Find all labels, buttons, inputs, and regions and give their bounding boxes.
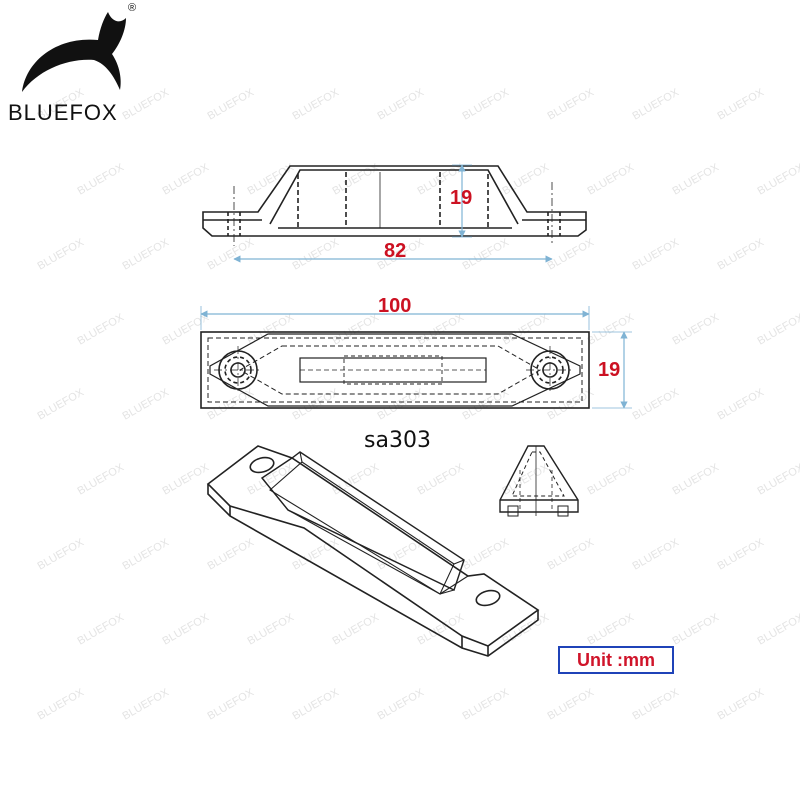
watermark-mark: BLUEFOX [501,311,552,347]
watermark-mark: BLUEFOX [716,536,767,572]
watermark-mark: BLUEFOX [121,236,172,272]
watermark-mark: BLUEFOX [376,86,427,122]
watermark-mark: BLUEFOX [206,386,257,422]
model-number: sa303 [364,428,431,453]
watermark-mark: BLUEFOX [501,461,552,497]
watermark-mark: BLUEFOX [586,461,637,497]
watermark-mark: BLUEFOX [756,611,800,647]
watermark-mark: BLUEFOX [671,461,722,497]
watermark-mark: BLUEFOX [376,386,427,422]
watermark-mark: BLUEFOX [461,386,512,422]
watermark-layer: BLUEFOX BLUEFOX BLUEFOX BLUEFOX BLUEFOX BLUEF… [36,86,800,722]
watermark-mark: BLUEFOX [121,536,172,572]
brand-name: BLUEFOX [8,100,118,126]
end-view-outline [500,446,578,512]
watermark-mark: BLUEFOX [631,536,682,572]
watermark-mark: BLUEFOX [36,236,87,272]
watermark-mark: BLUEFOX [331,311,382,347]
watermark-mark: BLUEFOX [121,386,172,422]
watermark-mark: BLUEFOX [671,161,722,197]
watermark-mark: BLUEFOX [586,161,637,197]
watermark-mark: BLUEFOX [161,161,212,197]
watermark-mark: BLUEFOX [671,311,722,347]
watermark-mark: BLUEFOX [501,161,552,197]
watermark-mark: BLUEFOX [291,686,342,722]
watermark-mark: BLUEFOX [161,461,212,497]
side-view-spacing-label: 82 [384,240,406,262]
watermark-mark: BLUEFOX [36,386,87,422]
watermark-mark: BLUEFOX [416,311,467,347]
watermark-mark: BLUEFOX [461,86,512,122]
watermark-mark: BLUEFOX [546,236,597,272]
watermark-mark: BLUEFOX [756,311,800,347]
watermark-mark: BLUEFOX [756,461,800,497]
watermark-mark: BLUEFOX [76,161,127,197]
watermark-mark: BLUEFOX [331,611,382,647]
watermark-mark: BLUEFOX [76,311,127,347]
watermark-mark: BLUEFOX [546,686,597,722]
watermark-mark: BLUEFOX [206,86,257,122]
watermark-mark: BLUEFOX [206,236,257,272]
brand-logo: ® BLUEFOX [8,0,158,135]
registered-mark: ® [128,2,136,14]
watermark-mark: BLUEFOX [376,686,427,722]
watermark-mark: BLUEFOX [416,461,467,497]
watermark-mark: BLUEFOX [716,686,767,722]
fox-logo-icon [8,0,158,100]
watermark-mark: BLUEFOX [461,686,512,722]
watermark-mark: BLUEFOX [461,536,512,572]
side-view-height-label: 19 [450,187,472,209]
top-view-width-label: 19 [598,359,620,381]
watermark-mark: BLUEFOX [206,686,257,722]
watermark-mark: BLUEFOX [631,686,682,722]
watermark-mark: BLUEFOX [416,611,467,647]
watermark-mark: BLUEFOX [331,461,382,497]
watermark-mark: BLUEFOX [546,536,597,572]
watermark-mark: BLUEFOX [586,311,637,347]
watermark-mark: BLUEFOX [36,536,87,572]
top-view [201,332,589,408]
watermark-mark: BLUEFOX [631,386,682,422]
watermark-mark: BLUEFOX [631,236,682,272]
watermark-mark: BLUEFOX [546,86,597,122]
watermark-mark: BLUEFOX [36,686,87,722]
watermark-mark: BLUEFOX [246,461,297,497]
watermark-mark: BLUEFOX [586,611,637,647]
watermark-mark: BLUEFOX [246,611,297,647]
watermark-mark: BLUEFOX [716,86,767,122]
watermark-mark: BLUEFOX [291,236,342,272]
watermark-mark: BLUEFOX [716,386,767,422]
watermark-mark: BLUEFOX [461,236,512,272]
watermark-mark: BLUEFOX [121,686,172,722]
watermark-mark: BLUEFOX [756,161,800,197]
watermark-mark: BLUEFOX [631,86,682,122]
watermark-mark: BLUEFOX [161,611,212,647]
unit-label: Unit :mm [577,650,655,671]
watermark-mark: BLUEFOX [716,236,767,272]
watermark-mark: BLUEFOX [671,611,722,647]
watermark-mark: BLUEFOX [76,461,127,497]
watermark-mark: BLUEFOX [291,86,342,122]
watermark-mark: BLUEFOX [76,611,127,647]
watermark-mark: BLUEFOX [206,536,257,572]
top-view-length-label: 100 [378,295,411,317]
unit-label-box: Unit :mm [558,646,674,674]
watermark-mark: BLUEFOX [291,386,342,422]
watermark-mark: BLUEFOX [161,311,212,347]
watermark-mark: BLUEFOX [376,536,427,572]
